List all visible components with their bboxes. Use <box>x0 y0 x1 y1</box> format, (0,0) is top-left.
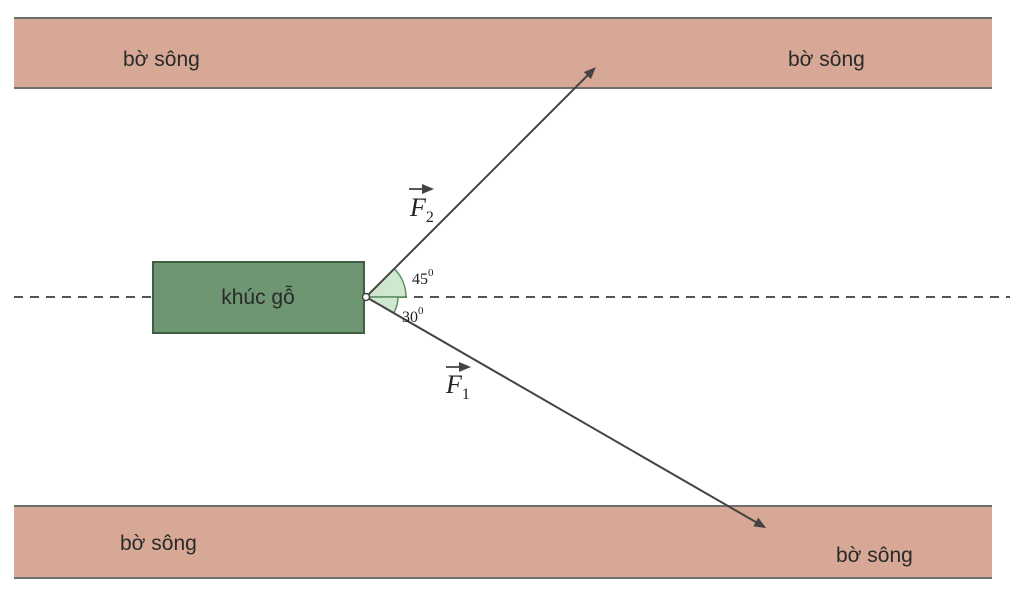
top-left-bank-label: bờ sông <box>123 48 200 71</box>
vector-label-f2-text: F2 <box>409 193 434 226</box>
angle-label-30: 300 <box>402 305 424 326</box>
bottom-left-bank-label: bờ sông <box>120 532 197 555</box>
top-right-bank-label: bờ sông <box>788 48 865 71</box>
top-riverbank-band <box>14 18 992 88</box>
force-vector-f1 <box>365 296 767 528</box>
bottom-riverbank: bờ sông bờ sông <box>14 505 992 579</box>
top-riverbank: bờ sông bờ sông <box>14 17 992 89</box>
vector-label-f1: F1 <box>445 362 471 403</box>
angle-label-45: 450 <box>412 267 434 288</box>
vector-label-f1-text: F1 <box>445 370 470 403</box>
log-rectangle <box>152 261 365 334</box>
bottom-right-bank-label: bờ sông <box>836 544 913 567</box>
application-point <box>361 292 371 302</box>
angle-sector-f2 <box>364 267 407 298</box>
force-vector-f2 <box>365 67 596 298</box>
bottom-riverbank-band <box>14 506 992 578</box>
log-label: khúc gỗ <box>221 286 295 309</box>
log-block: khúc gỗ <box>152 261 365 334</box>
vector-label-f2: F2 <box>409 184 434 226</box>
